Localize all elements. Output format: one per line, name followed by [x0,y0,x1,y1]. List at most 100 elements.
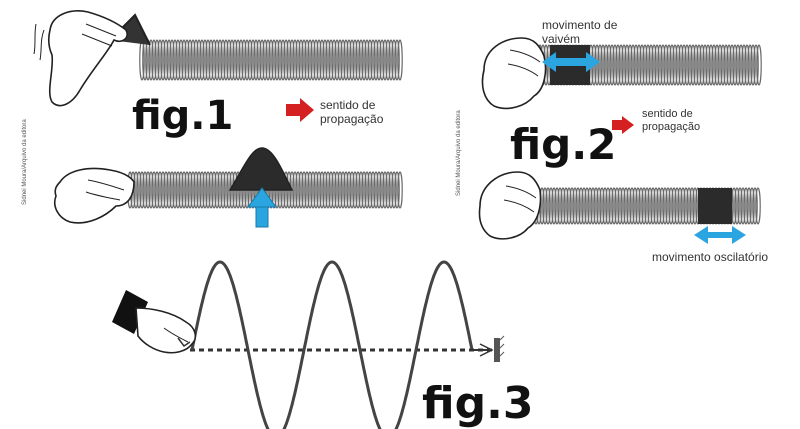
hand-icon [54,167,135,224]
spring-coil [181,39,187,81]
spring-coil [675,44,681,86]
propagation-arrow-icon [612,116,634,134]
spring-coil [714,44,720,86]
spring-coil [720,44,726,86]
spring-coil [172,39,178,81]
spring-coil [322,171,328,209]
spring-coil [548,187,554,225]
spring-coil [184,171,190,209]
spring-coil [352,39,358,81]
spring-coil [560,187,566,225]
fig2-back-forth-label: movimento de vaivém [542,18,618,46]
fig2-bottom-compression [698,188,732,224]
spring-coil [325,39,331,81]
spring-coil [379,171,385,209]
spring-coil [581,187,587,225]
spring-coil [587,187,593,225]
spring-coil [142,171,148,209]
spring-coil [169,171,175,209]
spring-coil [647,187,653,225]
fig2-oscillation-label: movimento oscilatório [652,250,769,264]
spring-coil [196,171,202,209]
spring-coil [346,39,352,81]
spring-coil [154,39,160,81]
spring-coil [298,39,304,81]
spring-coil [370,39,376,81]
spring-coil [611,187,617,225]
spring-coil [600,44,606,86]
spring-coil [376,39,382,81]
spring-coil [615,44,621,86]
spring-coil [178,39,184,81]
spring-coil [686,187,692,225]
spring-coil [629,187,635,225]
spring-coil [684,44,690,86]
spring-coil [557,187,563,225]
spring-coil [596,187,602,225]
spring-coil [304,171,310,209]
spring-coil [217,39,223,81]
spring-coil [193,39,199,81]
spring-coil [575,187,581,225]
spring-coil [226,39,232,81]
spring-coil [597,44,603,86]
spring-coil [319,39,325,81]
spring-coil [681,44,687,86]
spring-coil [334,39,340,81]
spring-coil [286,39,292,81]
spring-coil [671,187,677,225]
spring-coil [668,187,674,225]
spring-coil [674,187,680,225]
spring-coil [669,44,675,86]
spring-coil [584,187,590,225]
spring-coil [599,187,605,225]
spring-coil [310,39,316,81]
hand-icon [33,10,128,107]
spring-coil [397,171,403,209]
fig1-bottom-hump [228,147,294,191]
spring-coil [639,44,645,86]
spring-coil [569,187,575,225]
fig2-credit: Sidnei Moura/Arquivo da editora [456,110,462,196]
spring-coil [316,171,322,209]
spring-coil [683,187,689,225]
spring-coil [624,44,630,86]
spring-coil [746,187,752,225]
spring-coil [277,39,283,81]
spring-coil [358,171,364,209]
spring-coil [148,171,154,209]
spring-coil [370,171,376,209]
spring-coil [199,171,205,209]
spring-coil [696,44,702,86]
spring-coil [657,44,663,86]
spring-coil [307,39,313,81]
spring-coil [662,187,668,225]
spring-coil [644,187,650,225]
spring-coil [154,171,160,209]
spring-coil [642,44,648,86]
spring-coil [280,39,286,81]
fig2-drawing [478,37,762,244]
spring-coil [211,39,217,81]
spring-coil [259,39,265,81]
spring-coil [220,39,226,81]
spring-coil [289,39,295,81]
spring-coil [163,39,169,81]
spring-coil [663,44,669,86]
spring-coil [692,187,698,225]
spring-coil [187,39,193,81]
spring-coil [184,39,190,81]
spring-coil [151,171,157,209]
spring-coil [241,39,247,81]
spring-coil [744,44,750,86]
fig3-drawing [112,260,505,429]
spring-coil [738,44,744,86]
spring-coil [542,187,548,225]
spring-coil [593,187,599,225]
spring-coil [199,39,205,81]
spring-coil [244,39,250,81]
spring-coil [220,171,226,209]
spring-coil [747,44,753,86]
spring-coil [690,44,696,86]
spring-coil [250,39,256,81]
